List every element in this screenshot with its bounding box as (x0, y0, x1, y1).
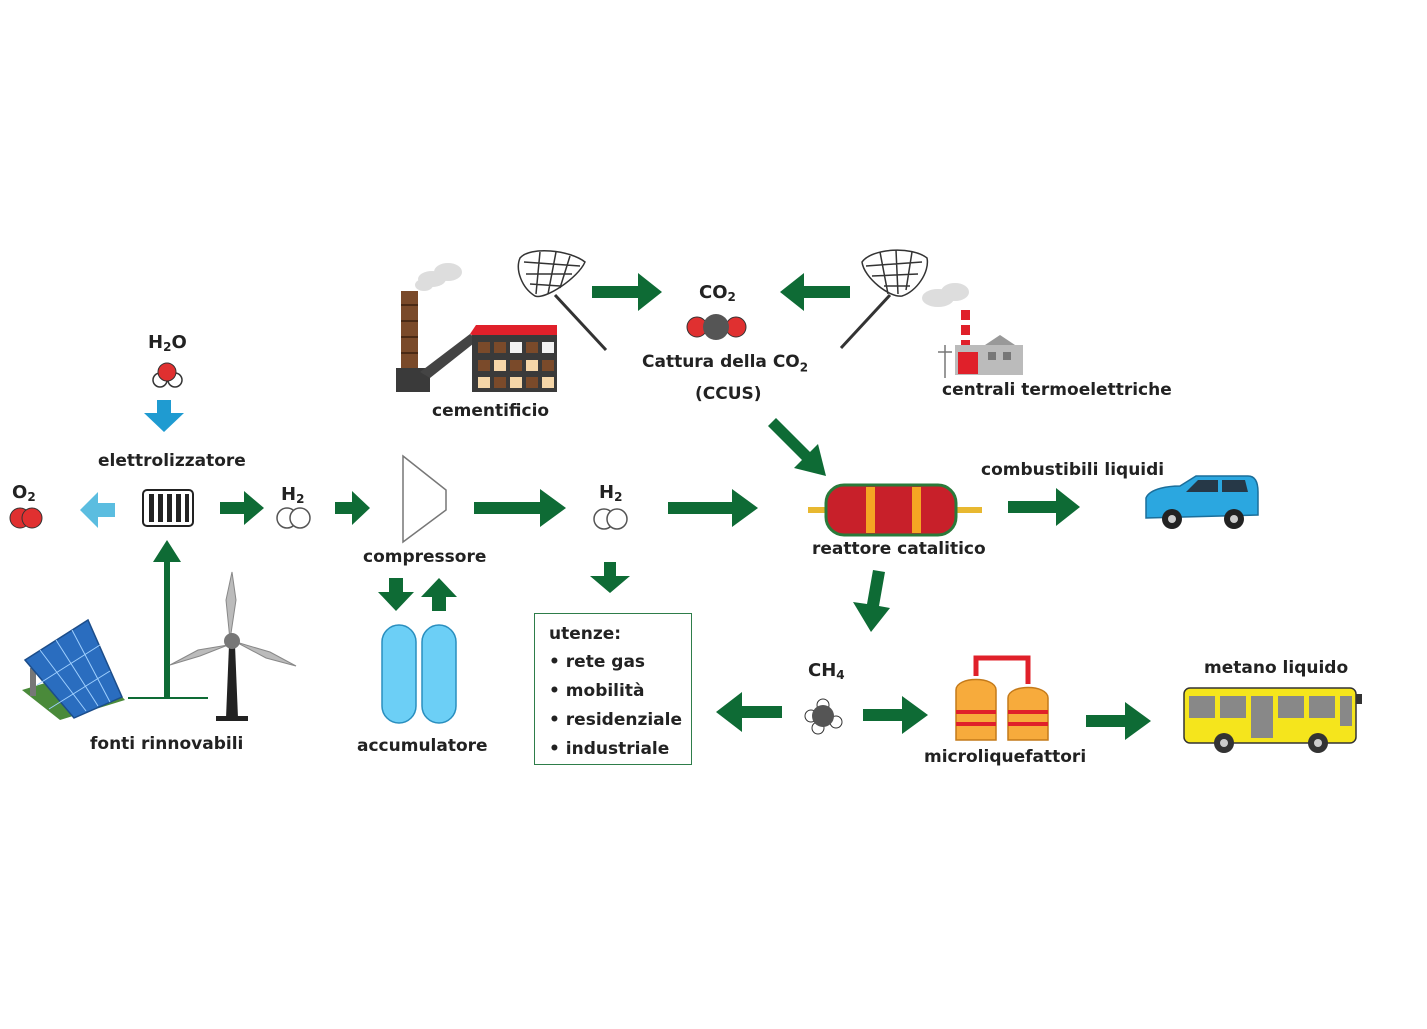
car-icon (1145, 475, 1259, 529)
methane-molecule-icon (804, 698, 843, 735)
arrow-thermo-to-co2 (780, 273, 850, 311)
microliquefier-label: microliquefattori (924, 747, 1087, 767)
co2-formula-label: CO2 (699, 282, 736, 304)
arrow-renewables-to-electrolyzer (153, 540, 181, 562)
water-molecule-icon (152, 362, 183, 388)
uses-item-mobility: mobilità (549, 681, 691, 701)
hydrogen-molecule-icon-2 (593, 508, 628, 530)
hydrogen-formula-label-2: H2 (599, 482, 623, 504)
uses-item-industrial: industriale (549, 739, 691, 759)
water-formula-label: H2O (148, 332, 187, 354)
ccus-title: Cattura della CO2 (642, 352, 809, 375)
uses-item-gas-grid: rete gas (549, 652, 691, 672)
arrow-reactor-to-ch4 (853, 570, 890, 632)
electrolyzer-icon (142, 489, 194, 527)
oxygen-molecule-icon (9, 507, 43, 529)
ccus-subtitle: (CCUS) (695, 384, 762, 404)
uses-box: utenze: rete gas mobilità residenziale i… (534, 613, 692, 765)
arrow-ch4-to-uses (716, 692, 782, 732)
arrow-electrolyzer-to-o2 (80, 492, 115, 528)
capture-net-icon-left (517, 250, 608, 352)
hydrogen-formula-label: H2 (281, 484, 305, 506)
compressor-label: compressore (363, 547, 487, 567)
arrow-compressor-to-h2 (474, 489, 566, 527)
arrow-ccus-to-reactor (768, 418, 826, 476)
methane-formula-label: CH4 (808, 660, 845, 682)
liquid-fuels-label: combustibili liquidi (981, 460, 1165, 480)
wind-turbine-icon (169, 571, 297, 721)
cement-factory-icon (396, 263, 557, 392)
arrow-compressor-to-storage (378, 578, 414, 611)
uses-item-residential: residenziale (549, 710, 691, 730)
compressor-icon (402, 454, 447, 544)
solar-panel-icon (22, 618, 125, 720)
thermoelectric-label: centrali termoelettriche (942, 380, 1172, 400)
catalytic-reactor-icon (808, 483, 982, 537)
storage-tanks-icon (381, 624, 457, 724)
electrolyzer-label: elettrolizzatore (98, 451, 246, 471)
cement-plant-label: cementificio (432, 401, 550, 421)
arrow-h2-to-uses (590, 562, 630, 593)
hydrogen-molecule-icon (276, 507, 311, 529)
arrow-microliq-to-lng (1086, 702, 1151, 740)
microliquefier-icon (955, 655, 1049, 741)
renewables-label: fonti rinnovabili (90, 734, 244, 754)
arrow-h2-to-reactor (668, 489, 758, 527)
arrow-water-to-electrolyzer (144, 400, 184, 432)
renewables-power-line (164, 560, 170, 698)
liquid-methane-label: metano liquido (1204, 658, 1349, 678)
thermoelectric-plant-icon (922, 283, 1023, 378)
arrow-ch4-to-microliq (863, 696, 928, 734)
co2-molecule-icon (686, 314, 747, 340)
bus-icon (1183, 687, 1362, 753)
arrow-electrolyzer-to-h2 (220, 491, 264, 525)
arrow-cement-to-co2 (592, 273, 662, 311)
uses-title: utenze: (549, 624, 622, 644)
storage-label: accumulatore (357, 736, 488, 756)
arrow-h2-to-compressor (335, 491, 370, 525)
oxygen-formula-label: O2 (12, 482, 36, 504)
reactor-label: reattore catalitico (812, 539, 986, 559)
arrow-reactor-to-fuels (1008, 488, 1080, 526)
arrow-storage-to-compressor (421, 578, 457, 611)
capture-net-icon-right (839, 249, 929, 350)
uses-list: rete gas mobilità residenziale industria… (549, 652, 691, 759)
